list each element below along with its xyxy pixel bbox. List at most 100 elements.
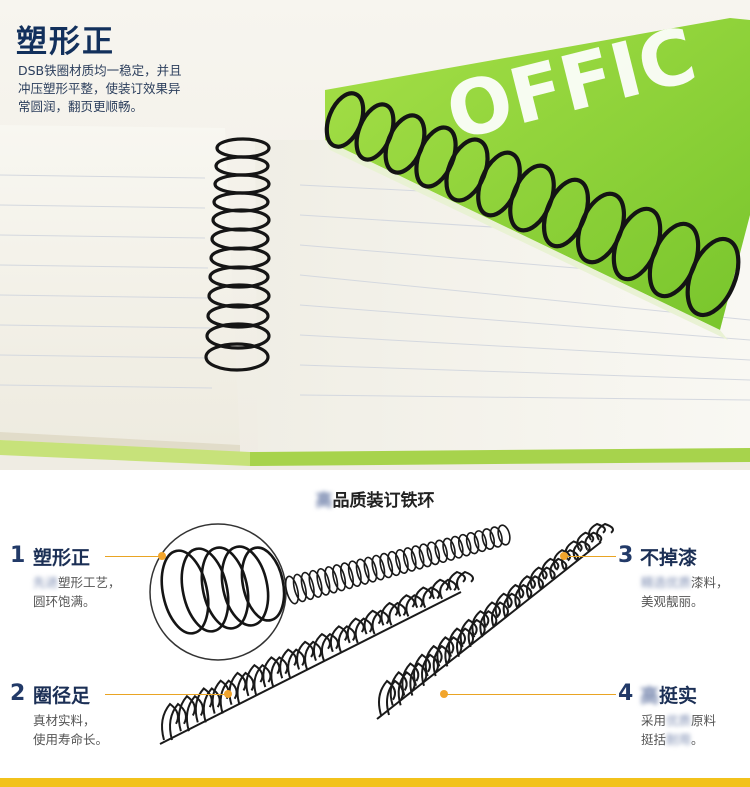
- comb-loop: [401, 662, 428, 696]
- comb-loop: [553, 549, 579, 570]
- feature-desc: 采用优质原料: [641, 711, 716, 730]
- spiral-coil: [284, 524, 511, 605]
- feature-number: 3: [618, 543, 634, 568]
- wire-comb-right: [376, 522, 614, 720]
- top-description: DSB铁圈材质均一稳定，并且 冲压塑形平整，使装订效果异 常圆润，翻页更顺畅。: [18, 62, 228, 116]
- blurred-text: 耐用: [666, 732, 692, 747]
- comb-loop: [448, 627, 474, 658]
- coil-loop: [292, 573, 307, 603]
- coil-loop: [489, 526, 503, 548]
- comb-loop: [228, 671, 255, 706]
- section-title-text: 品质装订铁环: [332, 491, 435, 511]
- comb-loop: [436, 636, 463, 667]
- feature-number: 4: [618, 681, 634, 706]
- feature-title-text: 挺实: [659, 685, 698, 707]
- front-spiral: [204, 137, 271, 372]
- coil-loop: [300, 571, 315, 601]
- feature-title: 高挺实: [640, 681, 697, 708]
- callout-line: [105, 556, 163, 557]
- back-spiral: [324, 91, 741, 318]
- feature-desc-2: 美观靓丽。: [641, 594, 704, 609]
- comb-loop: [459, 618, 486, 648]
- feature-desc-2: 圆环饱满。: [33, 594, 96, 609]
- comb-spine: [376, 541, 602, 720]
- binding-rings-illustration: [149, 522, 614, 745]
- callout-line: [446, 694, 616, 695]
- comb-loop: [576, 531, 603, 551]
- comb-loop: [161, 702, 187, 741]
- comb-loop: [494, 592, 521, 619]
- blurred-char: 高: [640, 685, 660, 707]
- coil-loop: [434, 539, 448, 564]
- zoom-circle: [149, 523, 287, 661]
- callout-dot: [560, 552, 568, 560]
- coil-loop: [332, 564, 347, 592]
- coil-loop: [426, 541, 441, 566]
- comb-loop: [177, 694, 204, 732]
- feature-desc-text: 漆料，: [691, 575, 729, 590]
- blurred-text: 精选优质: [641, 575, 692, 590]
- feature-desc-2: 挺括耐用。: [641, 730, 704, 749]
- comb-loop: [529, 566, 556, 590]
- coil-loop: [339, 562, 354, 590]
- feature-title: 塑形正: [33, 547, 91, 569]
- feature-desc: 先进塑形工艺，: [33, 573, 121, 592]
- comb-loop: [483, 601, 509, 628]
- comb-loop: [296, 640, 323, 670]
- coil-loop: [371, 554, 386, 581]
- callout-dot: [440, 690, 448, 698]
- desc-line: DSB铁圈材质均一稳定，并且: [18, 63, 182, 78]
- comb-loop: [397, 594, 424, 617]
- coil-loop: [316, 567, 331, 596]
- coil-loop: [465, 531, 480, 555]
- notebook-illustration: OFFIC: [0, 18, 750, 466]
- coil-loop: [497, 524, 511, 546]
- desc-line: 冲压塑形平整，使装订效果异: [18, 81, 181, 96]
- coil-loop: [363, 556, 378, 583]
- coil-loop: [347, 560, 362, 588]
- feature-desc: 精选优质漆料，: [641, 573, 729, 592]
- green-cover: [325, 18, 750, 330]
- comb-loop: [279, 648, 306, 679]
- coil-loop: [442, 537, 456, 561]
- comb-loop: [424, 644, 451, 677]
- coil-loop: [379, 552, 394, 579]
- top-title: 塑形正: [16, 24, 115, 60]
- callout-dot: [224, 690, 232, 698]
- comb-loop: [518, 575, 544, 599]
- comb-loop: [389, 670, 416, 706]
- coil-loop: [473, 530, 488, 553]
- comb-spine: [159, 591, 462, 745]
- zoomed-coil: [160, 545, 286, 635]
- coil-loop: [450, 535, 464, 559]
- coil-loop: [481, 528, 495, 550]
- coil-loop: [387, 550, 401, 577]
- comb-loop: [329, 625, 356, 653]
- coil-loop: [355, 558, 370, 585]
- comb-loop: [312, 632, 339, 661]
- comb-loop: [346, 617, 373, 644]
- blurred-char: 高: [315, 491, 333, 511]
- comb-loop: [380, 601, 407, 626]
- feature-desc-text: 挺括: [641, 732, 667, 747]
- footer-bar: [0, 778, 750, 787]
- feature-number: 1: [10, 543, 26, 568]
- coil-loop: [402, 547, 417, 572]
- comb-loop: [414, 586, 441, 609]
- feature-desc: 真材实料，: [33, 713, 96, 728]
- coil-loop: [324, 566, 339, 594]
- page-lines-right: [299, 184, 750, 401]
- comb-loop: [448, 570, 474, 591]
- feature-title: 不掉漆: [640, 547, 698, 569]
- desc-line: 常圆润，翻页更顺畅。: [18, 99, 144, 114]
- comb-loop: [245, 663, 272, 697]
- feature-number: 2: [10, 681, 26, 706]
- wire-comb-left: [159, 570, 474, 745]
- notebook-photo: OFFIC 塑形正 DSB铁圈材质均一稳定，并且 冲压塑形平整，使装订效果异 常…: [0, 0, 750, 470]
- blurred-text: 先进: [33, 575, 59, 590]
- callout-line: [105, 694, 227, 695]
- feature-desc-2: 使用寿命长。: [33, 732, 109, 747]
- callout-dot: [158, 552, 166, 560]
- feature-desc-text: 塑形工艺，: [58, 575, 121, 590]
- comb-loop: [413, 653, 439, 687]
